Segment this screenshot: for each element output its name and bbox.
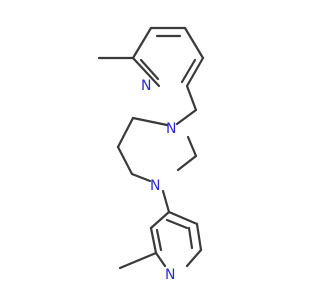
nitrogen-label: N xyxy=(141,78,151,94)
bond xyxy=(161,189,171,214)
bond xyxy=(185,56,205,88)
top-pyridine-ring xyxy=(131,26,205,88)
bond xyxy=(116,145,134,176)
bond xyxy=(185,84,198,112)
bond xyxy=(183,26,205,60)
bond xyxy=(195,222,203,252)
bond xyxy=(131,56,161,88)
bottom-pyridine-ring xyxy=(149,210,203,268)
nitrogen-label: N xyxy=(150,178,160,194)
bond xyxy=(149,226,158,255)
molecule-structure: N N N N xyxy=(97,26,205,283)
bond xyxy=(167,210,199,226)
nitrogen-label: N xyxy=(166,121,176,137)
bond xyxy=(187,226,194,250)
bond xyxy=(155,228,163,252)
nitrogen-label: N xyxy=(165,267,175,283)
bond xyxy=(186,135,198,158)
bond xyxy=(176,154,198,172)
bond xyxy=(154,251,167,268)
bond xyxy=(131,26,153,60)
methyl-bond-bottom xyxy=(118,251,158,270)
bond xyxy=(131,116,169,127)
bond xyxy=(130,172,152,183)
bond xyxy=(180,58,197,84)
bond xyxy=(116,116,135,149)
diazepane-ring xyxy=(116,116,198,183)
bond xyxy=(139,58,160,81)
bond xyxy=(185,248,203,268)
bond xyxy=(175,108,198,126)
bond xyxy=(149,210,171,230)
bond xyxy=(165,218,189,230)
